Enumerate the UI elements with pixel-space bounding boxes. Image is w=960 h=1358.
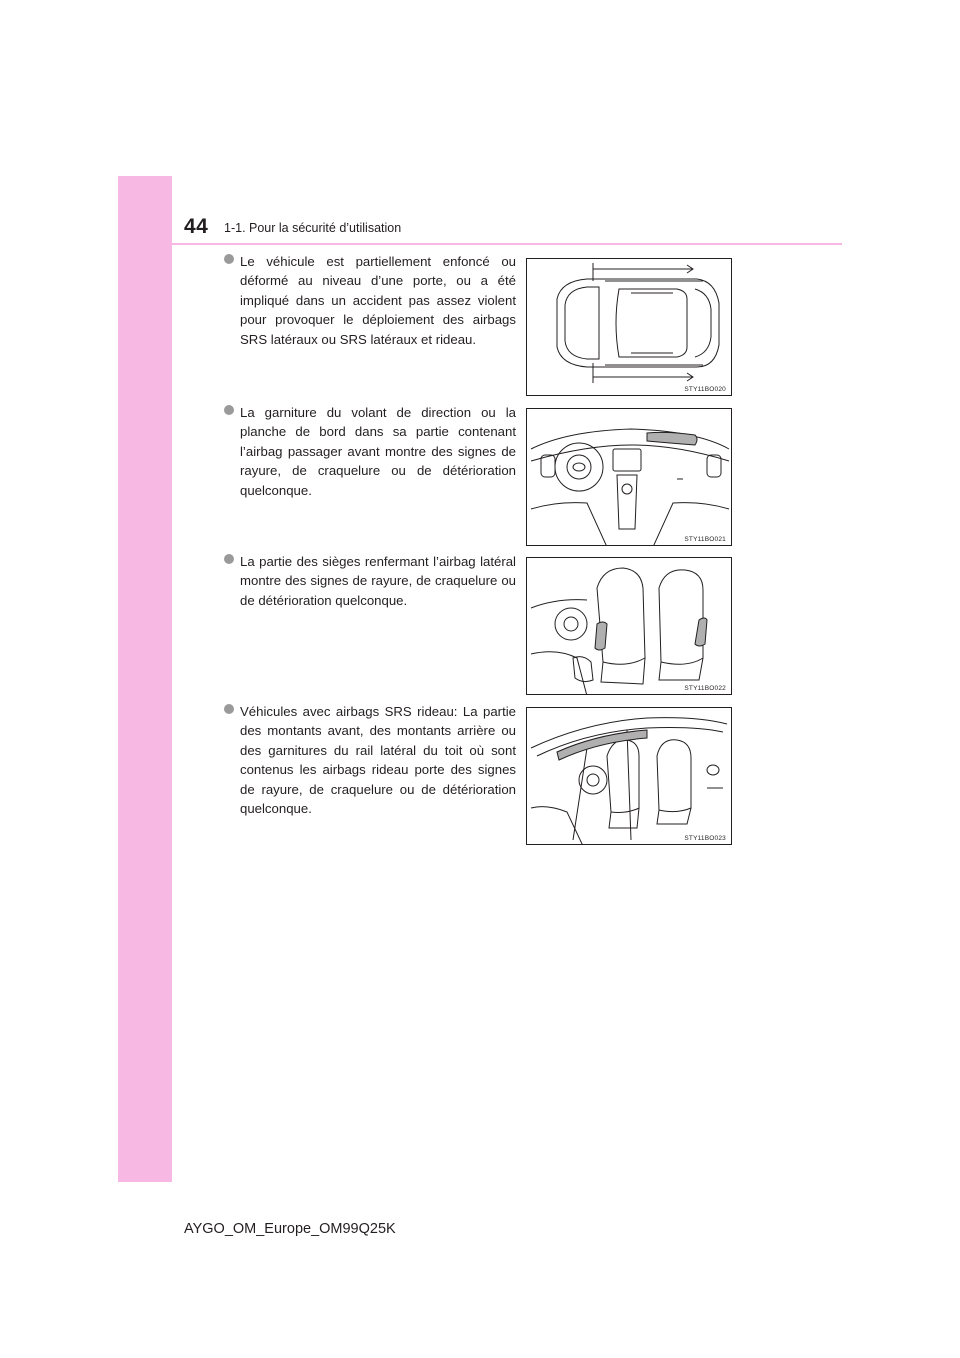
bullet-text: La garniture du volant de direction ou l… — [240, 405, 516, 498]
bullet-text: Le véhicule est partiellement enfoncé ou… — [240, 254, 516, 347]
figure-seats: STY11BO022 — [526, 557, 732, 695]
bullet-icon — [224, 554, 234, 564]
figure-code: STY11BO023 — [683, 835, 727, 842]
bullet-icon — [224, 704, 234, 714]
dashboard-illustration — [530, 428, 730, 545]
header-divider — [172, 243, 842, 245]
bullet-text: Véhicules avec airbags SRS rideau: La pa… — [240, 704, 516, 817]
car-top-view-illustration — [556, 263, 720, 383]
figure-curtain-airbag: STY11BO023 — [526, 707, 732, 845]
bullet-text: La partie des sièges renfermant l’airbag… — [240, 554, 516, 608]
figure-code: STY11BO022 — [683, 685, 727, 692]
list-item: La partie des sièges renfermant l’airbag… — [224, 552, 516, 610]
figure-code: STY11BO021 — [683, 536, 727, 543]
bullet-icon — [224, 405, 234, 415]
list-item: La garniture du volant de direction ou l… — [224, 403, 516, 500]
curtain-airbag-illustration — [530, 717, 728, 844]
page-number: 44 — [184, 215, 209, 238]
list-item: Véhicules avec airbags SRS rideau: La pa… — [224, 702, 516, 818]
footer-document-id: AYGO_OM_Europe_OM99Q25K — [184, 1221, 396, 1237]
seats-illustration — [530, 567, 708, 694]
figure-code: STY11BO020 — [683, 386, 727, 393]
bullet-icon — [224, 254, 234, 264]
figure-dashboard: STY11BO021 — [526, 408, 732, 546]
list-item: Le véhicule est partiellement enfoncé ou… — [224, 252, 516, 349]
figure-car-top-view: STY11BO020 — [526, 258, 732, 396]
section-title: 1-1. Pour la sécurité d’utilisation — [224, 221, 402, 235]
chapter-tab-sidebar — [118, 176, 172, 1182]
